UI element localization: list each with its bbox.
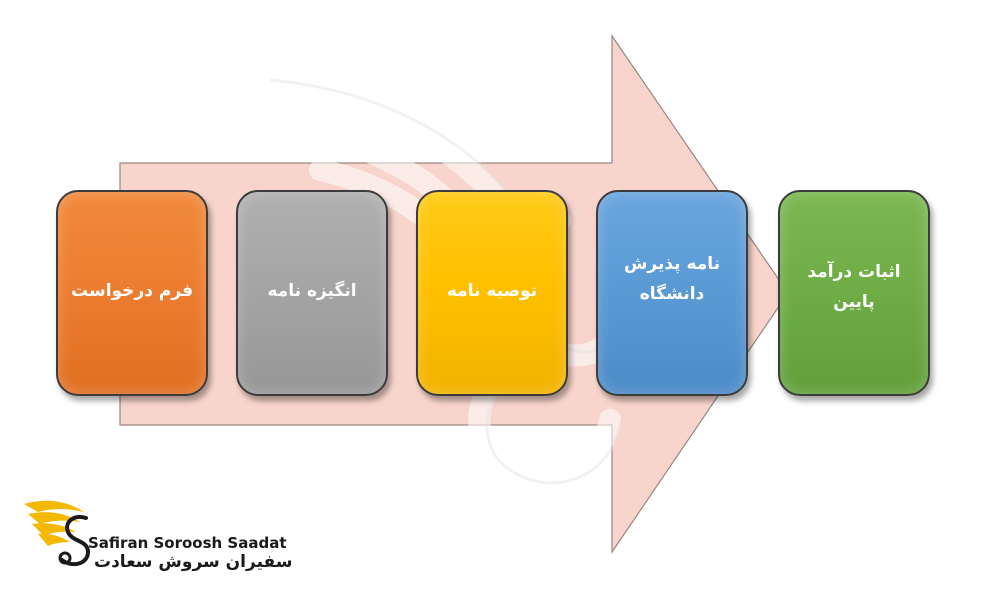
company-logo: Safiran Soroosh Saadat سفیران سروش سعادت	[22, 496, 292, 580]
logo-name-english: Safiran Soroosh Saadat	[88, 534, 287, 552]
step-income-proof-label: اثبات درآمد پایین	[807, 262, 901, 312]
step-motivation-letter-label: انگیزه نامه	[267, 281, 357, 301]
step-recommendation-letter-label: توصیه نامه	[446, 281, 538, 301]
winged-s-icon	[24, 500, 91, 567]
step-recommendation-letter: توصیه نامه	[416, 190, 568, 396]
step-application-form: فرم درخواست	[56, 190, 208, 396]
step-income-proof: اثبات درآمد پایین	[778, 190, 930, 396]
step-university-admission: نامه پذیرش دانشگاه	[596, 190, 748, 396]
step-motivation-letter: انگیزه نامه	[236, 190, 388, 396]
step-application-form-label: فرم درخواست	[70, 281, 194, 301]
step-university-admission-label: نامه پذیرش دانشگاه	[623, 254, 721, 304]
logo-name-persian: سفیران سروش سعادت	[94, 552, 293, 572]
